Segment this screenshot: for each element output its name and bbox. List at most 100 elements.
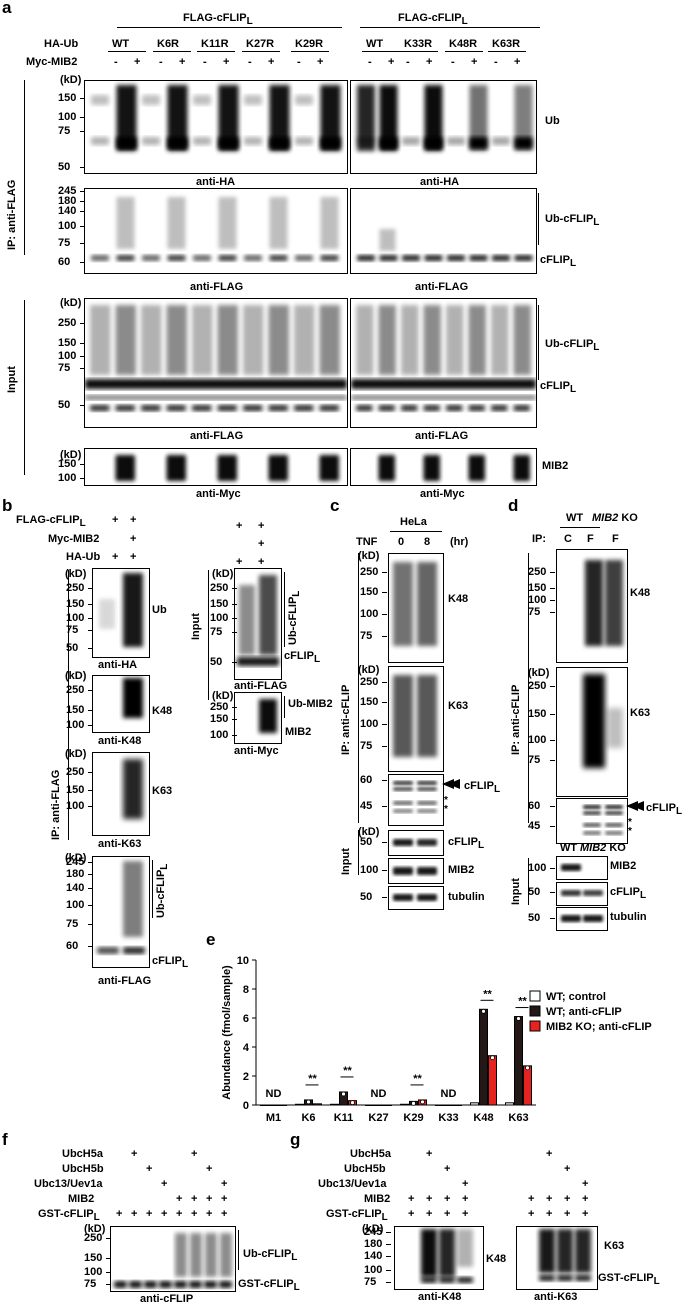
y-tick-label: 2 [243, 1071, 249, 1083]
cflip-label-a2: cFLIPL [540, 380, 577, 396]
kd-label: (kD) [60, 449, 82, 461]
protein-band [167, 137, 188, 149]
blot-anti-ha-left [84, 80, 348, 174]
a3-tick-mark [80, 405, 85, 406]
protein-band [605, 831, 623, 835]
kd-label: (kD) [212, 568, 234, 580]
a4-tick-mark [80, 478, 85, 479]
b4-tick-mark [88, 888, 93, 889]
a3-tick-50: 50 [58, 399, 71, 411]
d2-tick-100: 100 [528, 734, 547, 746]
d4-tick-mark [550, 868, 555, 869]
f-ub-cflip: Ub-cFLIPL [243, 1248, 298, 1264]
protein-band [295, 95, 313, 105]
panel-b-letter: b [2, 496, 13, 515]
g-ubc13: Ubc13/Uev1a [318, 1178, 387, 1190]
c2-tick-mark [382, 682, 387, 683]
bar-M1-1 [269, 1104, 278, 1106]
a2-tick-180: 180 [58, 195, 77, 207]
protein-band [417, 787, 437, 791]
plus-mark: + [462, 1178, 469, 1190]
protein-band [605, 811, 623, 815]
protein-band [514, 255, 533, 261]
smear-band [417, 562, 437, 646]
smear-band [123, 678, 143, 718]
c-input-bracket [358, 830, 359, 875]
f-ub-cflip-bracket [238, 1230, 239, 1270]
b4-tick-mark [88, 874, 93, 875]
panel-a-construct-right: FLAG-cFLIPL [398, 12, 468, 28]
plus-mark: + [236, 556, 243, 568]
myc-mib2-label: Myc-MIB2 [26, 56, 78, 68]
bar-K48-1 [479, 1008, 488, 1106]
blot-anti-flag-ip-left [84, 188, 348, 274]
smear-band [259, 575, 277, 655]
lane-group-line [153, 51, 191, 52]
nd-label: ND [266, 1088, 282, 1100]
a2-tick-245: 245 [58, 185, 77, 197]
c5-tick-100: 100 [360, 864, 379, 876]
smear-band [379, 229, 396, 251]
kd-label: (kD) [60, 74, 82, 86]
protein-band [583, 805, 601, 809]
b-ub: Ub [152, 604, 167, 616]
protein-band [421, 1277, 437, 1283]
protein-band [575, 1275, 591, 1281]
kd-label: (kD) [65, 852, 87, 864]
mutant-K11R: K11R [201, 38, 229, 50]
blot-input-flag-right [350, 298, 537, 428]
smear-band [421, 1229, 437, 1277]
g-k48: K48 [486, 1253, 507, 1265]
b-ip-bracket [68, 570, 69, 840]
plus-mark: + [426, 1193, 433, 1205]
protein-band [268, 455, 288, 481]
protein-band [417, 867, 437, 875]
d-blot-input-mib2 [556, 856, 608, 880]
kd-label: (kD) [358, 664, 380, 676]
bar-K48-0 [470, 1102, 479, 1106]
b-blot-anti-ha [92, 568, 150, 658]
plus-mark: + [146, 1208, 153, 1220]
plus-mark: + [528, 1208, 535, 1220]
a2-tick-60: 60 [58, 256, 71, 268]
plus-mark: + [131, 1148, 138, 1160]
protein-band [492, 137, 510, 145]
plus-mark: + [130, 551, 137, 563]
plus-mark: + [582, 1193, 589, 1205]
protein-band [356, 405, 373, 411]
plus-mark: + [221, 1193, 228, 1205]
protein-band [142, 95, 160, 105]
g-tick-mark [386, 1232, 391, 1233]
plus-mark: + [582, 1208, 589, 1220]
protein-band [583, 890, 603, 896]
b2-tick-150: 150 [66, 704, 85, 716]
plus-mark: + [258, 520, 265, 532]
g-tick-140: 140 [364, 1250, 383, 1262]
sig-label: ** [518, 996, 527, 1008]
protein-band [219, 1281, 232, 1288]
b3-tick-mark [88, 790, 93, 791]
d5-tick-50: 50 [528, 886, 541, 898]
smear-band [417, 675, 437, 757]
c2-tick-mark [382, 746, 387, 747]
ip-bracket [24, 80, 25, 255]
b4-tick-245: 245 [66, 856, 85, 868]
smear-band [605, 560, 623, 646]
plus-mark: + [408, 1193, 415, 1205]
protein-band [295, 137, 313, 145]
c2-tick-150: 150 [360, 696, 379, 708]
x-tick-label: M1 [266, 1112, 281, 1124]
blot-anti-ha-right [350, 80, 537, 174]
plus-mark: + [258, 556, 265, 568]
b4-tick-180: 180 [66, 868, 85, 880]
x-tick-label: K6 [301, 1112, 315, 1124]
input-bracket [24, 300, 25, 475]
x-tick-label: K11 [334, 1112, 354, 1124]
plus-mark: + [471, 56, 478, 68]
c-k63: K63 [448, 700, 469, 712]
b5-tick-150: 150 [210, 598, 229, 610]
x-tick-label: K63 [508, 1112, 528, 1124]
plus-mark: + [176, 1193, 183, 1205]
panel-a-letter: a [2, 0, 12, 17]
